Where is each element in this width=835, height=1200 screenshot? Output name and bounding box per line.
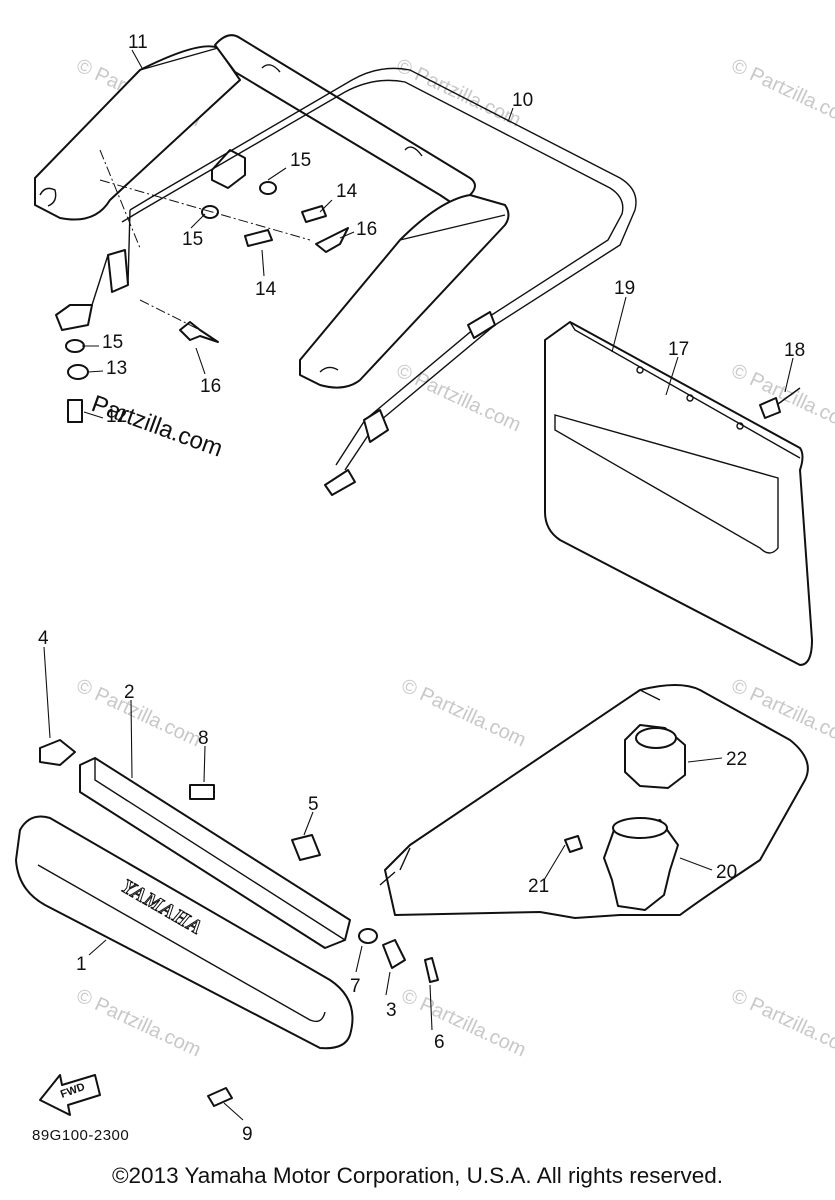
svg-text:© Partzilla.com: © Partzilla.com [73, 985, 204, 1062]
svg-text:© Partzilla.com: © Partzilla.com [728, 985, 835, 1062]
callout-15-a: 15 [290, 150, 311, 171]
callout-12: 12 [106, 406, 127, 427]
part-10-grab-rail [55, 67, 637, 496]
callout-10: 10 [512, 90, 533, 111]
part-11-rail-bracket [211, 34, 476, 206]
callout-18: 18 [784, 340, 805, 361]
callout-15-b: 15 [182, 229, 203, 250]
callout-14-b: 14 [255, 279, 277, 300]
callout-16-b: 16 [200, 376, 221, 397]
fwd-arrow-icon: FWD [39, 1074, 101, 1116]
callout-5: 5 [308, 794, 319, 815]
callout-1: 1 [76, 954, 87, 975]
callout-leaders [43, 49, 794, 1121]
copyright-notice: ©2013 Yamaha Motor Corporation, U.S.A. A… [111, 1163, 724, 1188]
callout-14-a: 14 [336, 181, 358, 202]
fuel-tank [379, 684, 809, 919]
callout-2: 2 [124, 682, 135, 703]
part-17-panel [544, 321, 813, 666]
callout-9: 9 [242, 1124, 253, 1145]
callout-17: 17 [668, 339, 689, 360]
callout-labels: 11 10 15 15 14 16 14 15 13 12 16 19 17 1… [38, 32, 805, 1145]
callout-7: 7 [350, 976, 361, 997]
part-11-left-pad [34, 45, 241, 221]
callout-21: 21 [528, 876, 549, 897]
callout-15-c: 15 [102, 332, 123, 353]
callout-6: 6 [434, 1032, 445, 1053]
svg-text:© Partzilla.com: © Partzilla.com [393, 55, 524, 132]
diagram-code: 89G100-2300 [32, 1127, 130, 1144]
svg-text:© Partzilla.com: © Partzilla.com [728, 55, 835, 132]
callout-20: 20 [716, 862, 737, 883]
left-hardware-stack [65, 339, 89, 423]
svg-text:© Partzilla.com: © Partzilla.com [398, 675, 529, 752]
part-1-front-cover: YAMAHA [15, 815, 354, 1050]
callout-22: 22 [726, 749, 747, 770]
part-20-spout [564, 817, 679, 911]
part-2-strip [79, 757, 351, 949]
callout-4: 4 [38, 628, 49, 649]
svg-text:© Partzilla.com: © Partzilla.com [393, 360, 524, 437]
part-18-screw [759, 387, 801, 419]
callout-8: 8 [198, 728, 209, 749]
callout-19: 19 [614, 278, 635, 299]
callout-11: 11 [128, 32, 148, 53]
svg-text:© Partzilla.com: © Partzilla.com [73, 675, 204, 752]
callout-13: 13 [106, 358, 127, 379]
part-11-right-pad [299, 194, 510, 389]
top-fasteners [99, 149, 349, 343]
callout-16-a: 16 [356, 219, 377, 240]
small-parts [39, 739, 439, 1107]
part-22-cap [624, 724, 686, 789]
svg-text:© Partzilla.com: © Partzilla.com [398, 985, 529, 1062]
callout-3: 3 [386, 1000, 397, 1021]
